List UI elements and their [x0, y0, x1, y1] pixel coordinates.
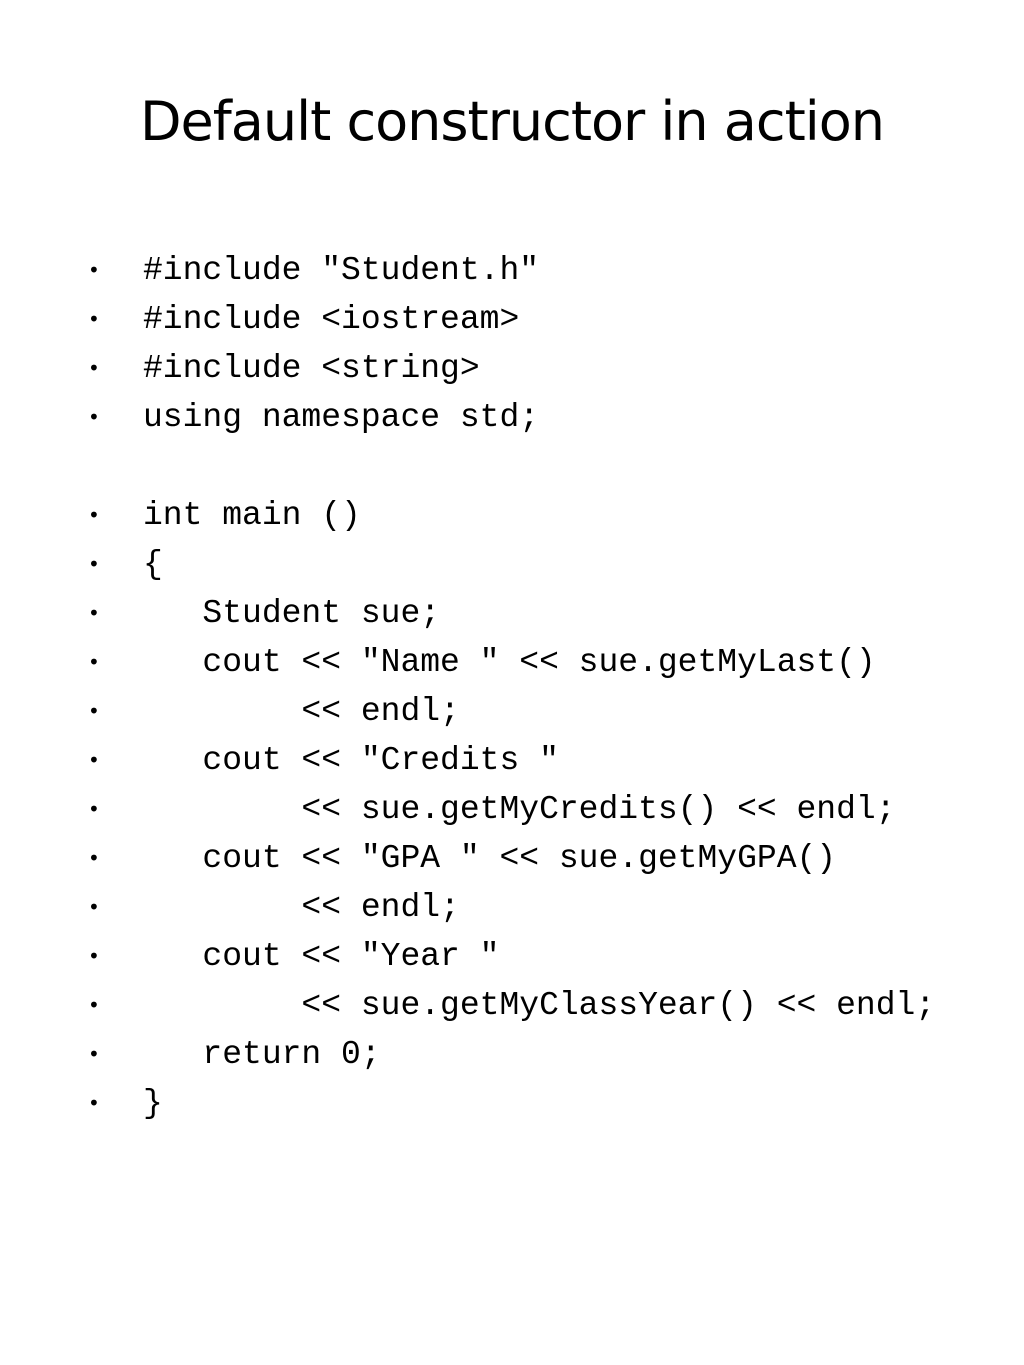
code-text: Student sue; [143, 595, 441, 632]
code-text: << endl; [143, 693, 460, 730]
code-text: int main () [143, 497, 361, 534]
code-bullet-list: • #include "Student.h" • #include <iostrea… [0, 246, 1024, 1128]
code-text: cout << "Year " [143, 938, 500, 975]
bullet-icon: • [88, 748, 100, 772]
code-line: • << sue.getMyCredits() << endl; [0, 785, 1024, 834]
bullet-icon: • [88, 797, 100, 821]
code-line: • << sue.getMyClassYear() << endl; [0, 981, 1024, 1030]
code-text: } [143, 1085, 163, 1122]
bullet-icon: • [88, 895, 100, 919]
bullet-icon: • [88, 552, 100, 576]
bullet-icon: • [88, 650, 100, 674]
code-line: • cout << "Credits " [0, 736, 1024, 785]
code-text: #include <iostream> [143, 301, 520, 338]
code-line: • cout << "Name " << sue.getMyLast() [0, 638, 1024, 687]
code-line: • using namespace std; [0, 393, 1024, 442]
code-line: • cout << "GPA " << sue.getMyGPA() [0, 834, 1024, 883]
code-text: using namespace std; [143, 399, 540, 436]
bullet-icon: • [88, 699, 100, 723]
bullet-icon: • [88, 601, 100, 625]
bullet-icon: • [88, 846, 100, 870]
code-line: •} [0, 1079, 1024, 1128]
code-text: cout << "Credits " [143, 742, 559, 779]
code-line: • Student sue; [0, 589, 1024, 638]
code-text: << endl; [143, 889, 460, 926]
code-text: { [143, 546, 163, 583]
code-line: •{ [0, 540, 1024, 589]
bullet-icon: • [88, 503, 100, 527]
code-line: • #include <iostream> [0, 295, 1024, 344]
code-line: • int main () [0, 491, 1024, 540]
slide-title: Default constructor in action [139, 90, 885, 153]
code-text: << sue.getMyCredits() << endl; [143, 791, 896, 828]
bullet-icon: • [88, 944, 100, 968]
bullet-icon: • [88, 356, 100, 380]
bullet-icon: • [88, 307, 100, 331]
code-text: #include <string> [143, 350, 480, 387]
code-line: • #include "Student.h" [0, 246, 1024, 295]
code-line: • << endl; [0, 687, 1024, 736]
code-text: cout << "Name " << sue.getMyLast() [143, 644, 876, 681]
code-text: << sue.getMyClassYear() << endl; [143, 987, 936, 1024]
bullet-icon: • [88, 993, 100, 1017]
code-line: • #include <string> [0, 344, 1024, 393]
code-text: #include "Student.h" [143, 252, 540, 289]
code-text: cout << "GPA " << sue.getMyGPA() [143, 840, 837, 877]
code-text: return 0; [143, 1036, 381, 1073]
bullet-icon: • [88, 258, 100, 282]
bullet-icon: • [88, 1091, 100, 1115]
bullet-icon: • [88, 405, 100, 429]
code-line: • << endl; [0, 883, 1024, 932]
code-line: • return 0; [0, 1030, 1024, 1079]
code-line: • cout << "Year " [0, 932, 1024, 981]
bullet-icon: • [88, 1042, 100, 1066]
